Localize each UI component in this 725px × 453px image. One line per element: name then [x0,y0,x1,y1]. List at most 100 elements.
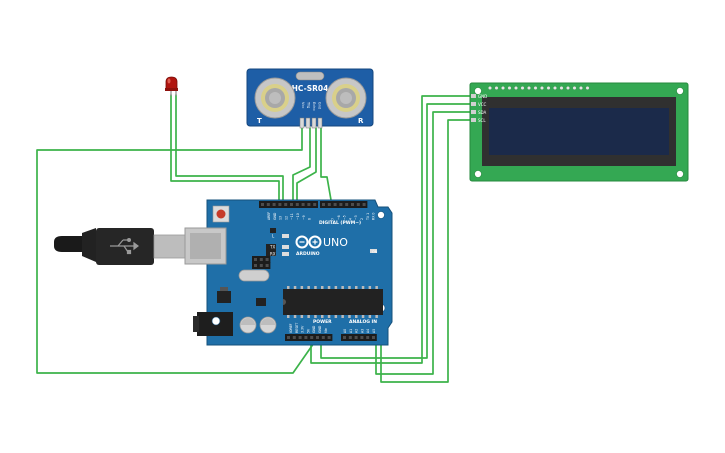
pin-label: A1 [349,329,353,333]
pin-label: A0 [343,329,347,333]
pin-label: 5V [306,328,310,333]
analog-pin[interactable] [372,336,375,339]
on-led [370,249,377,253]
digital-pin[interactable] [351,203,354,206]
wire-led-to-pin13[interactable] [170,94,280,201]
pin-label: RESET [295,323,299,333]
icsp-pin[interactable] [259,264,263,267]
mount-hole [474,170,482,178]
analog-pin[interactable] [360,336,364,339]
pin-label: 13 [279,216,283,220]
wire-lcd-vcc[interactable] [320,103,473,359]
pin-label: GND [273,212,277,220]
digital-pin[interactable] [339,203,343,206]
power-pin[interactable] [310,336,314,339]
digital-pin[interactable] [322,203,325,206]
led-label-tx: TX [269,245,275,250]
power-pin[interactable] [327,336,331,339]
smd-chip [256,298,266,306]
wire-led-to-gnd[interactable] [175,94,284,201]
power-pin[interactable] [298,336,302,339]
digital-pin[interactable] [295,203,299,206]
lcd-pin-label-gnd: GND [478,94,487,99]
wires [36,94,473,383]
pin-label: RX 0 [372,213,376,220]
digital-pin[interactable] [362,203,366,206]
wire-sensor-gnd[interactable] [320,127,332,201]
pin-label: ~5 [343,215,347,220]
lcd-screen [489,108,669,155]
mount-hole [676,87,684,95]
pin-label: AREF [267,212,271,220]
icsp-pin[interactable] [265,258,269,261]
digital-pin[interactable] [313,203,317,206]
mount-hole [377,211,385,219]
wire-sensor-echo[interactable] [296,127,317,201]
digital-pin[interactable] [261,203,264,206]
led-label-rx: RX [270,252,276,257]
lcd-i2c-pins: GND VCC SDA SCL [471,94,487,123]
usb-cable[interactable] [54,228,187,265]
ultrasonic-sensor[interactable]: HC-SR04 T R Vcc Trig Echo Gnd [246,68,374,129]
digital-pin[interactable] [333,203,337,206]
wire-lcd-sda[interactable] [375,111,473,375]
mount-hole [474,87,482,95]
analog-pin[interactable] [354,336,358,339]
icsp-pin[interactable] [254,264,257,267]
led-label-l: L [272,234,275,239]
pin-label: 8 [308,218,312,220]
mount-hole [211,316,221,326]
voltage-regulator [217,287,231,303]
red-led[interactable] [165,76,178,96]
power-header [285,334,333,341]
pin-label: ~3 [354,215,358,220]
crystal-oscillator [295,71,325,81]
arduino-uno-board[interactable]: ON L TX RX UNO ARDUINO [184,199,393,346]
smd-chip [270,228,276,233]
power-pin[interactable] [321,336,325,339]
analog-pin[interactable] [348,336,352,339]
pin-label: A2 [355,329,359,333]
digital-pin[interactable] [356,203,360,206]
digital-pin[interactable] [290,203,293,206]
wire-sensor-trig[interactable] [292,127,311,201]
sensor-pins [299,117,323,129]
analog-pin[interactable] [366,336,370,339]
digital-pin[interactable] [307,203,311,206]
digital-pin[interactable] [272,203,276,206]
transmitter-mark: T [257,117,262,125]
digital-pin[interactable] [301,203,305,206]
board-model-label: UNO [323,236,348,249]
wire-lcd-gnd[interactable] [310,95,473,364]
usb-plug-metal [153,234,187,259]
lcd-display[interactable]: GND VCC SDA SCL [469,82,689,182]
sensor-pin-label-gnd: Gnd [318,102,322,109]
power-pin[interactable] [316,336,319,339]
icsp-pin[interactable] [265,264,269,267]
pin-label: GND [318,325,322,333]
analog-pin[interactable] [343,336,346,339]
pin-label: 7 [331,218,335,220]
digital-pin[interactable] [284,203,288,206]
reset-button[interactable] [212,205,230,223]
power-pin[interactable] [287,336,290,339]
icsp-pin[interactable] [259,258,263,261]
pin-label: ~6 [337,215,341,220]
digital-pin[interactable] [345,203,349,206]
digital-pin[interactable] [278,203,282,206]
status-leds: L TX RX [269,234,289,257]
pin-label: TX 1 [366,213,370,221]
wire-sensor-vcc-to-5v[interactable] [36,127,317,374]
power-pin[interactable] [292,336,296,339]
digital-pin[interactable] [327,203,331,206]
usb-controller-chip [266,244,276,256]
icsp-pin[interactable] [254,258,257,261]
pin-label: GND [312,325,316,333]
power-pin[interactable] [304,336,308,339]
pin-label: A4 [366,329,370,333]
digital-pin[interactable] [266,203,270,206]
sensor-pin-labels: Vcc Trig Echo Gnd [301,101,322,111]
wire-lcd-scl[interactable] [380,119,473,383]
receiver-mark: R [358,117,364,125]
